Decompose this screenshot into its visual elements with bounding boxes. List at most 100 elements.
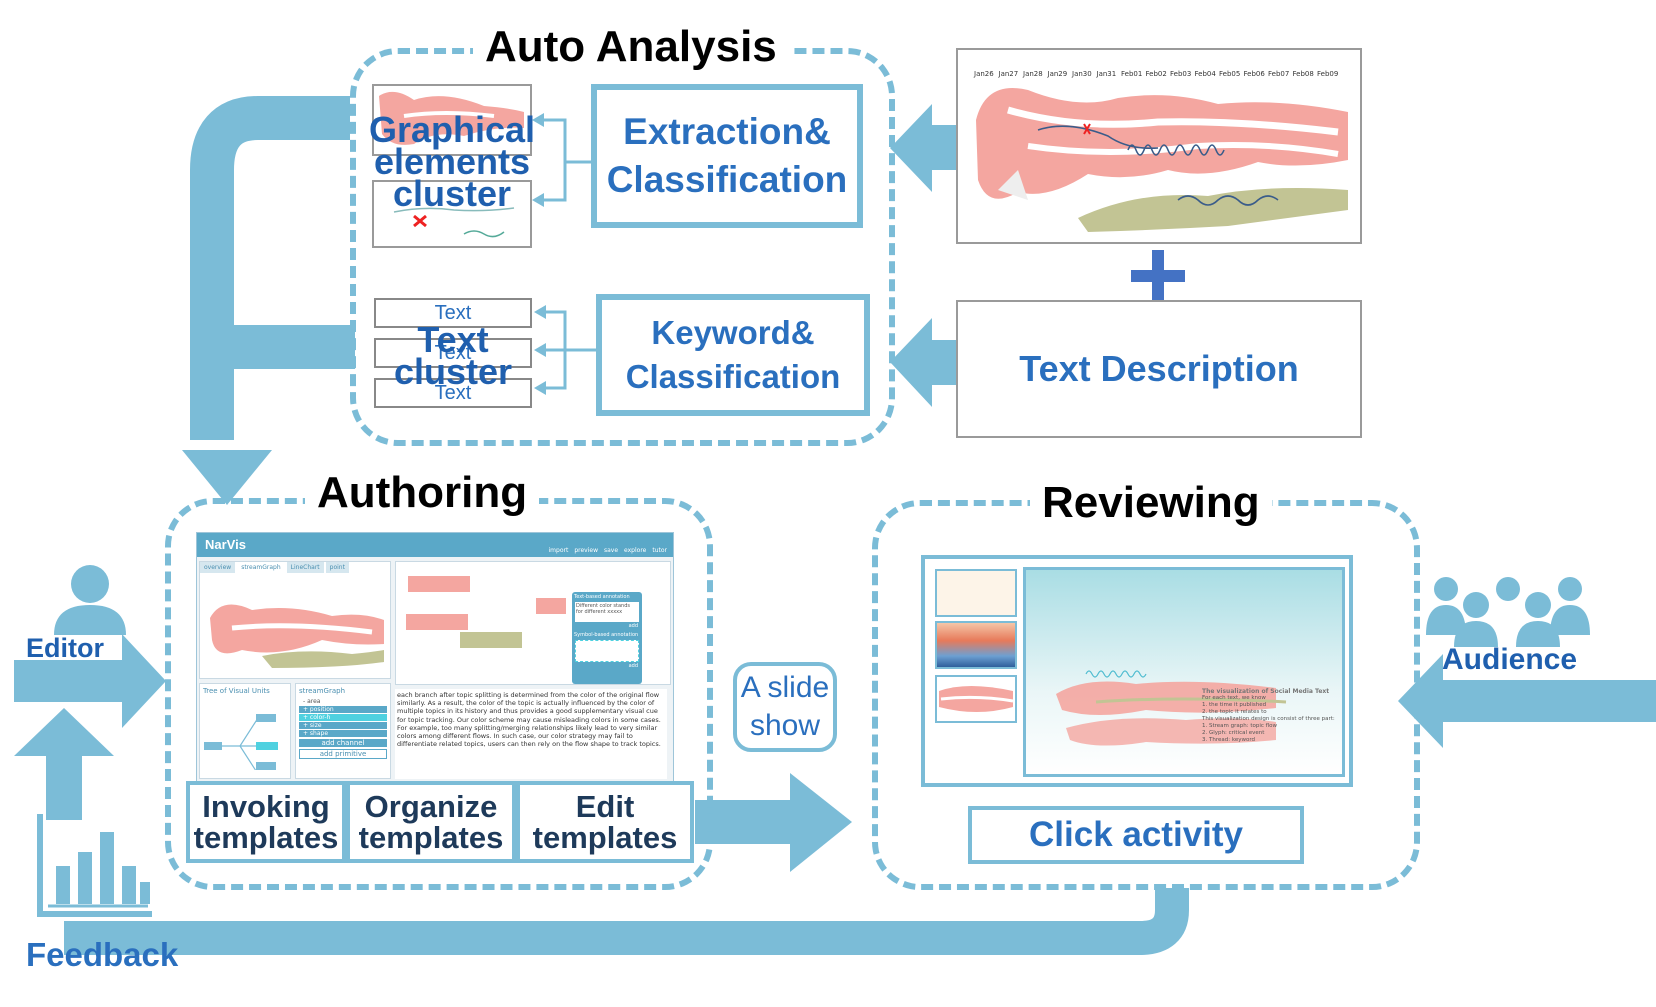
graphical-cluster-line-3: cluster [392,173,512,214]
text-annotation-add[interactable]: add [628,623,638,629]
organize-templates-line-1: Organize [364,789,498,824]
channel-item[interactable]: + position [299,706,387,713]
timeline-date-label: Jan31 [1096,70,1117,78]
timeline-date-label: Feb07 [1268,70,1290,78]
canvas-olive-block [460,632,522,648]
graphical-cluster-label: Graphical elements cluster [352,109,552,214]
text-description-label: Text Description [1019,348,1299,389]
symbol-annotation-title: Symbol-based annotation [574,632,639,638]
toolbar-explore-button[interactable]: explore [624,547,647,554]
text-item-1: Text [374,298,532,328]
edit-templates-box: Edit templates [516,781,694,863]
channel-item[interactable]: + size [299,722,387,729]
timeline-date-label: Feb04 [1194,70,1216,78]
extraction-label-line-2: Classification [606,159,848,200]
slide-line: 2. Glyph: critical event [1202,730,1265,736]
extraction-classification-box: Extraction& Classification [591,84,863,228]
tree-panel: Tree of Visual Units [199,683,291,779]
tab-LineChart[interactable]: LineChart [286,562,324,573]
graphical-thumb-bottom [372,180,532,248]
keyword-label-line-1: Keyword& [651,314,815,351]
text-item-2: Text [374,338,532,368]
timeline-date-label: Feb02 [1145,70,1167,78]
slide-text-block: The visualization of Social Media Text F… [1202,688,1342,744]
slide-line: 1. Stream graph: topic flow [1202,723,1277,729]
annotation-panel: Text-based annotation Different color st… [572,592,642,684]
add-channel-button[interactable]: add channel [299,739,387,747]
invoking-templates-box: Invoking templates [186,781,346,863]
slide-thumb-2 [935,621,1017,669]
main-slide: The visualization of Social Media Text F… [1023,567,1345,777]
graphical-cluster-line-2: elements [373,141,531,182]
add-primitive-button[interactable]: add primitive [299,749,387,759]
toolbar-tutor-button[interactable]: tutor [652,547,667,554]
audience-arrowhead [1398,654,1443,748]
slide-line: This visualization design is consist of … [1202,716,1335,722]
graphical-cluster-line-1: Graphical [368,109,536,150]
feedback-loop-arrow [64,888,1189,955]
narvis-toolbar: import preview save explore tutor [549,535,667,554]
text-annotation-title: Text-based annotation [574,594,630,600]
toolbar-import-button[interactable]: import [548,547,569,554]
thread-thumbnail-icon [393,207,515,238]
authoring-to-reviewing-arrowhead [790,773,852,872]
auto-to-authoring-arrow [190,96,350,440]
text-description-box: Text Description [956,300,1362,438]
edit-templates-line-1: Edit [575,789,635,824]
tree-panel-title: Tree of Visual Units [203,687,270,695]
timeline-date-label: Jan30 [1072,70,1092,78]
organize-templates-box: Organize templates [346,781,516,863]
text-annotation-body: Different color stands for different xxx… [575,602,639,622]
symbol-annotation-add[interactable]: add [628,663,638,669]
channel-item[interactable]: + color-h [299,714,387,721]
stream-graph-image [976,88,1348,232]
tab-overview[interactable]: overview [200,562,236,573]
timeline-date-label: Feb09 [1317,70,1339,78]
audience-group-icon [1426,577,1590,647]
slide-line: 2. the topic it relates to [1202,709,1267,715]
extraction-label-line-1: Extraction& [623,111,831,152]
feedback-up-arrowhead [14,708,114,756]
canvas-pink-block-2 [406,614,468,630]
tab-streamGraph[interactable]: streamGraph [237,562,285,573]
overview-stream-icon [210,604,384,668]
slide-show-box: A slide show [733,662,837,752]
canvas-pink-block-1 [408,576,470,592]
click-activity-box: Click activity [968,806,1304,864]
toolbar-preview-button[interactable]: preview [574,547,598,554]
toolbar-save-button[interactable]: save [603,547,619,554]
description-paragraph[interactable]: each branch after topic splitting is det… [395,689,667,779]
feedback-label: Feedback [26,936,179,973]
slide-line: 3. Thread: keyword [1202,737,1255,743]
timeline-date-label: Jan27 [998,70,1019,78]
keyword-classification-box: Keyword& Classification [596,294,870,416]
tree-diagram-icon [204,714,278,775]
audience-arrow-shaft [1440,680,1656,722]
editor-person-icon [54,565,126,635]
symbol-annotation-icons [575,640,639,662]
editor-arrow-shaft [14,660,126,702]
timeline-date-label: Feb06 [1243,70,1265,78]
timeline-date-label: Jan26 [974,70,994,78]
timeline-date-label: Feb05 [1219,70,1241,78]
authoring-title: Authoring [305,468,540,518]
tab-point[interactable]: point [325,562,349,573]
channel-item[interactable]: - area [299,698,387,705]
editor-label: Editor [26,633,104,663]
channel-panel-title: streamGraph [299,687,346,695]
slide-thumb-1 [935,569,1017,617]
feedback-up-shaft [46,752,82,820]
text-input-arrow [890,318,958,407]
invoking-templates-line-2: templates [193,820,339,855]
channel-item[interactable]: + shape [299,730,387,737]
slide-show-line-1: A slide [740,671,830,704]
plus-icon [1131,250,1185,304]
